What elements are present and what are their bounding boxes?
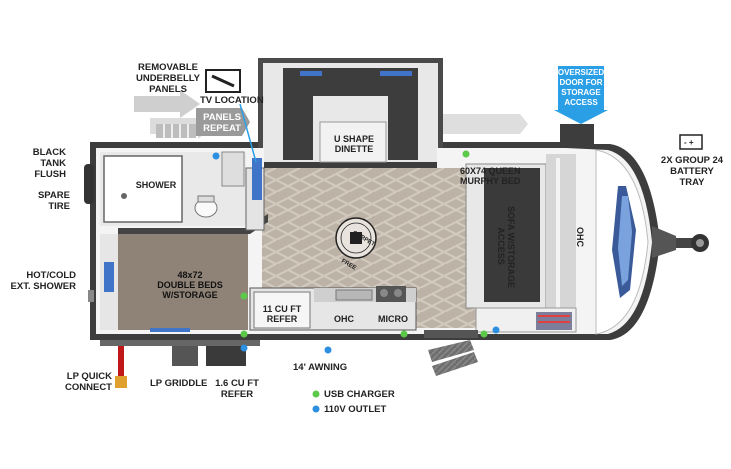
kitchen (249, 286, 417, 331)
sofa (465, 154, 577, 333)
battery-icon (679, 134, 703, 150)
shower-label: SHOWER (135, 180, 177, 190)
panels-repeat-arrow (196, 108, 250, 136)
battery-symbol: - + (684, 138, 694, 147)
oversized-door-label: OVERSIZED DOOR FOR STORAGE ACCESS (557, 68, 605, 107)
front-cap (595, 149, 649, 335)
bath-wall (118, 214, 268, 234)
hot-cold-shower-label: HOT/COLD EXT. SHOWER (10, 270, 76, 292)
dinette-slideout (258, 58, 443, 166)
panels-repeat-arrow-right (440, 114, 528, 134)
refer-small-label: 1.6 CU FT REFER (215, 378, 259, 400)
double-beds-label: 48x72 DOUBLE BEDS W/STORAGE (157, 270, 223, 300)
panels-repeat-label: PANELS REPEAT (203, 112, 241, 134)
ext-shower (88, 290, 94, 302)
outlet-markers (212, 152, 500, 413)
sofa-label: SOFA W/STORAGE ACCESS (496, 206, 516, 289)
underbelly-comb (156, 124, 196, 138)
tv-leader (239, 103, 257, 163)
ohc-kitchen-label: OHC (334, 314, 354, 324)
removable-panels-label: REMOVABLE UNDERBELLY PANELS (135, 62, 201, 95)
hitch (652, 226, 709, 258)
carpet-free-logo (335, 217, 377, 259)
bathroom (100, 151, 246, 226)
black-tank-label: BLACK TANK FLUSH (32, 147, 66, 180)
murphy-bed-label: 60X74 QUEEN MURPHY BED (460, 166, 521, 186)
ohc-front-label: OHC (575, 227, 585, 247)
tv-icon (205, 69, 241, 93)
lp-griddle-label: LP GRIDDLE (150, 378, 208, 389)
dinette-label: U SHAPE DINETTE (333, 134, 374, 154)
lp-quick-connect-label: LP QUICK CONNECT (65, 371, 112, 393)
usb-markers (240, 150, 488, 398)
refer-small-unit (206, 344, 246, 366)
spare-tire-label: SPARE TIRE (37, 190, 70, 212)
dinette-table (319, 121, 387, 163)
legend-usb-label: USB CHARGER (324, 389, 395, 400)
refer-11-label: 11 CU FT REFER (262, 304, 302, 324)
tv-indicator (252, 158, 262, 200)
legend-outlet-label: 110V OUTLET (324, 404, 387, 415)
entry-steps (424, 330, 478, 376)
door-arrow (554, 66, 608, 124)
awning-label: 14' AWNING (293, 362, 348, 373)
bedroom (100, 234, 248, 332)
lp-line (115, 346, 127, 388)
spare-tire (84, 164, 94, 204)
frame-rail (100, 340, 260, 346)
battery-tray-label: 2X GROUP 24 BATTERY TRAY (660, 155, 724, 188)
lp-griddle-unit (172, 344, 198, 366)
micro-label: MICRO (378, 314, 408, 324)
tv-location-label: TV LOCATION (200, 95, 264, 106)
